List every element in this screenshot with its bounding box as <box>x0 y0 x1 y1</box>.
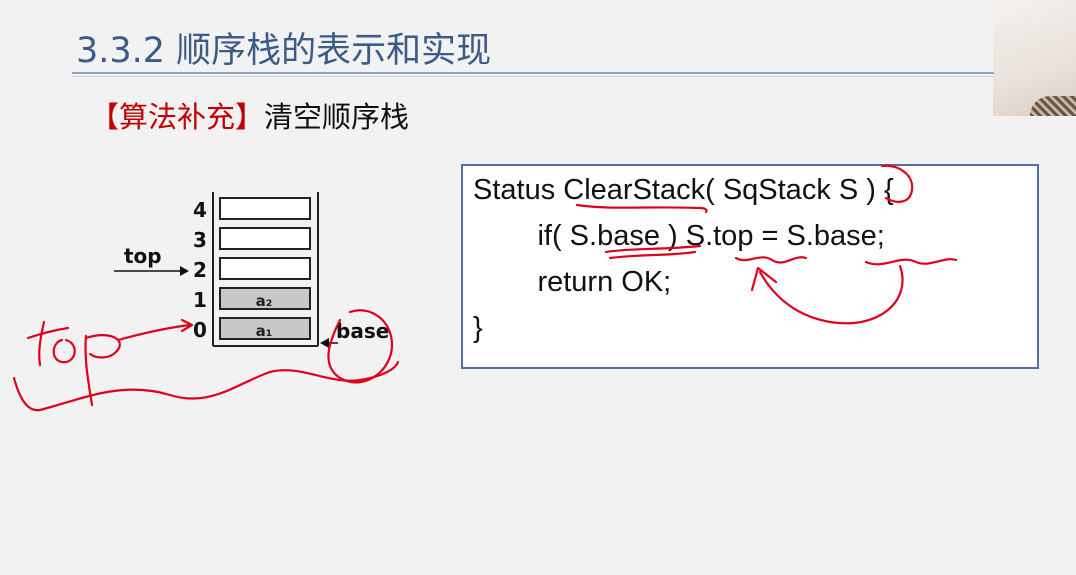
stack-cell-label-1: a₂ <box>256 292 273 310</box>
stack-index-3: 3 <box>193 228 207 252</box>
stack-index-2: 2 <box>193 258 207 282</box>
stack-index-1: 1 <box>193 288 207 312</box>
top-arrowhead <box>180 266 189 276</box>
stack-index-0: 0 <box>193 318 207 342</box>
title-divider <box>72 72 994 74</box>
code-line-2: if( S.base ) S.top = S.base; <box>473 220 885 252</box>
stack-cell-0 <box>219 317 311 340</box>
stack-index-4: 4 <box>193 198 207 222</box>
code-panel: Status ClearStack( SqStack S ) { if( S.b… <box>461 164 1039 369</box>
stack-diagram: a₂ a₁ 4 3 2 1 0 top base <box>114 192 389 348</box>
code-line-4: } <box>473 312 483 344</box>
stack-cell-4 <box>219 197 311 220</box>
stack-cell-label-0: a₁ <box>256 322 273 340</box>
top-pointer-label: top <box>124 244 162 268</box>
code-line-3: return OK; <box>473 266 672 298</box>
stack-cell-2 <box>219 257 311 280</box>
stack-cell-1 <box>219 287 311 310</box>
webcam-figure <box>1030 96 1076 116</box>
slide-title: 3.3.2 顺序栈的表示和实现 <box>76 31 492 71</box>
code-line-1: Status ClearStack( SqStack S ) { <box>473 174 894 206</box>
title-divider-thin <box>72 76 994 77</box>
base-pointer-label: base <box>336 319 389 343</box>
subtitle-tag: 【算法补充】 <box>90 100 265 134</box>
stack-cell-3 <box>219 227 311 250</box>
presenter-webcam <box>993 0 1076 116</box>
slide-subtitle: 【算法补充】清空顺序栈 <box>90 94 409 136</box>
subtitle-text: 清空顺序栈 <box>264 100 410 134</box>
base-arrowhead <box>320 338 329 348</box>
